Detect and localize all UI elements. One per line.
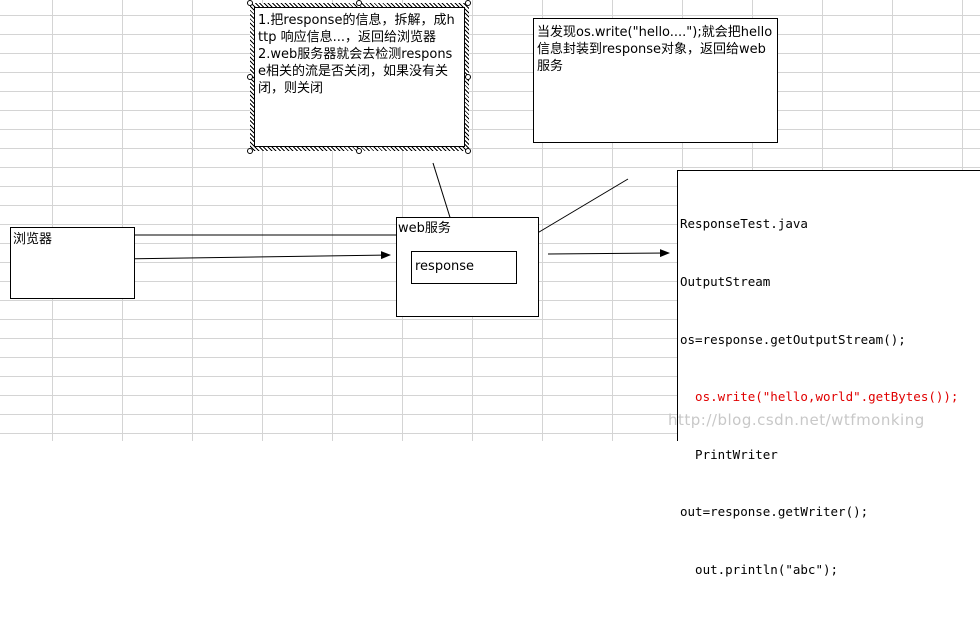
selection-handle-bm[interactable] [356,148,362,154]
left-note-box: 1.把response的信息，拆解，成http 响应信息...，返回给浏览器 2… [254,7,465,147]
code-line: os=response.getOutputStream(); [680,331,906,347]
selection-handle-mr[interactable] [465,74,471,80]
selection-handle-tl[interactable] [247,0,253,6]
code-line-highlighted: os.write("hello,world".getBytes()); [680,389,959,405]
selection-handle-br[interactable] [465,148,471,154]
selection-handle-bl[interactable] [247,148,253,154]
code-line: out.println("abc"); [680,562,839,578]
web-service-box: web服务 response [396,217,539,317]
code-line: out=response.getWriter(); [680,504,869,520]
code-block: ResponseTest.java OutputStream os=respon… [680,176,958,618]
right-note-box: 当发现os.write("hello....");就会把hello信息封装到re… [533,18,778,143]
arrow-web-to-code [547,249,670,258]
left-note-selection-frame: 1.把response的信息，拆解，成http 响应信息...，返回给浏览器 2… [250,3,469,151]
code-line: OutputStream [680,274,771,290]
selection-handle-ml[interactable] [247,74,253,80]
code-line: PrintWriter [680,446,778,462]
code-line: ResponseTest.java [680,216,808,232]
web-service-label: web服务 [398,221,451,236]
code-box: ResponseTest.java OutputStream os=respon… [677,170,980,577]
selection-handle-tm[interactable] [356,0,362,6]
response-label: response [415,259,475,274]
browser-label: 浏览器 [13,232,53,247]
selection-handle-tr[interactable] [465,0,471,6]
arrow-browser-to-web [117,251,391,260]
watermark: http://blog.csdn.net/wtfmonking [668,411,925,429]
right-note-text: 当发现os.write("hello....");就会把hello信息封装到re… [537,25,773,74]
left-note-text: 1.把response的信息，拆解，成http 响应信息...，返回给浏览器 2… [258,13,455,96]
browser-box: 浏览器 [10,227,135,299]
response-box: response [411,251,517,284]
